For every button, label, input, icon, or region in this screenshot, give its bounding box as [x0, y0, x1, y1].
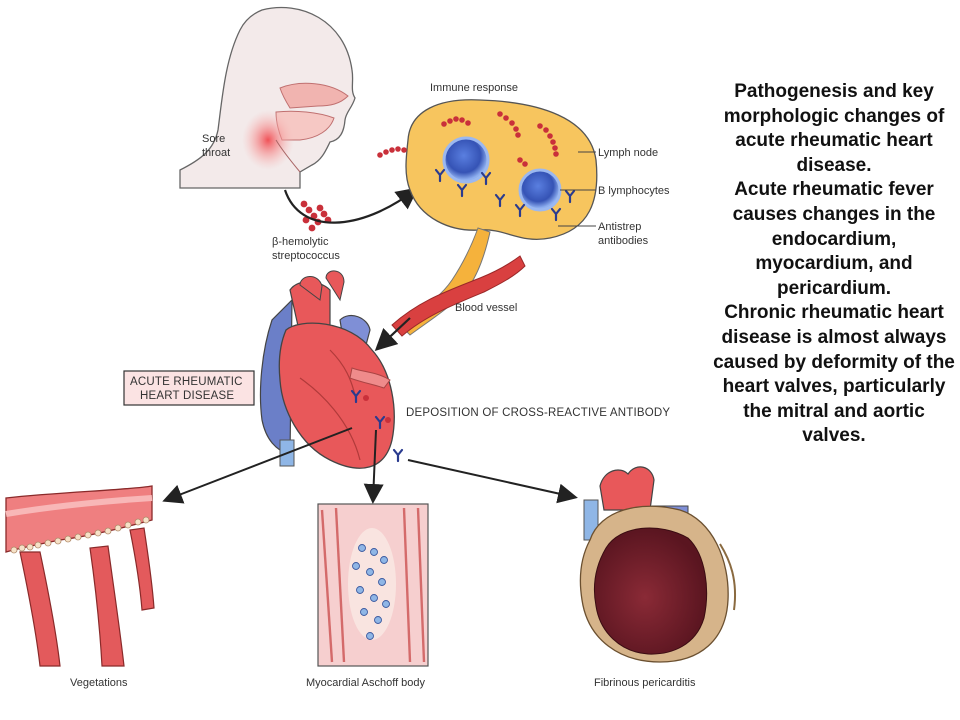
caption-text: Pathogenesis and key morphologic changes…: [712, 80, 956, 449]
arrow-to-vegetations: [162, 427, 353, 504]
blood-vessel-label: Blood vessel: [455, 302, 517, 314]
lymph-node: [377, 99, 598, 337]
head-illustration: [179, 6, 356, 189]
arrow-to-aschoff: [363, 429, 384, 504]
caption-paragraph-3: Chronic rheumatic heart disease is almos…: [713, 302, 955, 447]
b-lymphocyte-1: [442, 136, 490, 184]
antistrep-label-2: antibodies: [598, 235, 649, 247]
lymph-node-label: Lymph node: [598, 147, 658, 159]
strep-label-1: β-hemolytic: [272, 236, 329, 248]
acute-rheumatic-box: [123, 370, 255, 406]
immune-response-label: Immune response: [430, 82, 518, 94]
heart-illustration: [259, 270, 404, 469]
pericarditis-illustration: [579, 466, 736, 663]
b-lymphocyte-2: [518, 168, 562, 212]
pericarditis-label: Fibrinous pericarditis: [594, 677, 696, 689]
arrow-vessel-to-heart: [374, 317, 411, 352]
sore-throat-label-1: Sore: [202, 133, 225, 145]
caption-paragraph-1: Pathogenesis and key morphologic changes…: [723, 81, 945, 176]
arrow-throat-to-node: [283, 187, 419, 224]
strep-label-2: streptococcus: [272, 250, 340, 262]
leader-lines: [558, 151, 596, 227]
antistrep-label-1: Antistrep: [598, 221, 641, 233]
aschoff-illustration: [317, 503, 429, 667]
vegetations-label: Vegetations: [70, 677, 128, 689]
arrow-to-pericarditis: [407, 459, 578, 504]
caption-paragraph-2: Acute rheumatic fever causes changes in …: [732, 179, 936, 299]
acute-rheumatic-label-1: ACUTE RHEUMATIC: [130, 376, 243, 388]
sore-throat-label-2: throat: [202, 147, 230, 159]
b-lymphocytes-label: B lymphocytes: [598, 185, 670, 197]
vegetations-illustration: [5, 485, 155, 667]
deposition-label: DEPOSITION OF CROSS-REACTIVE ANTIBODY: [406, 407, 670, 419]
aschoff-label: Myocardial Aschoff body: [306, 677, 426, 689]
acute-rheumatic-label-2: HEART DISEASE: [140, 390, 234, 402]
